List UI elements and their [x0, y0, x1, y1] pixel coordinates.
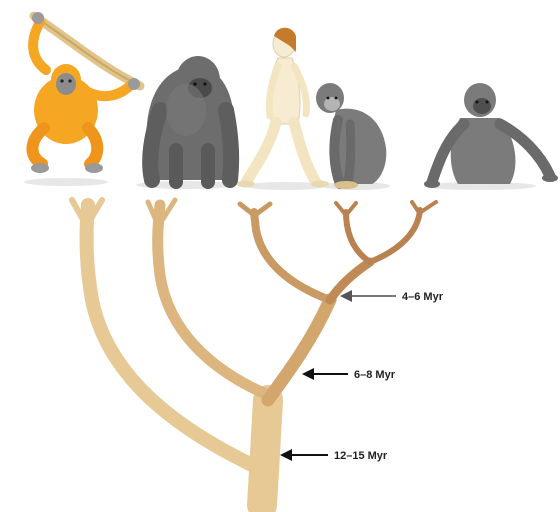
branch-bonobo-tip-right	[421, 202, 436, 212]
divergence-annotations: 4–6 Myr 6–8 Myr 12–15 Myr	[280, 290, 444, 462]
divergence-label-6-8: 6–8 Myr	[354, 369, 396, 381]
divergence-label-4-6: 4–6 Myr	[402, 291, 444, 303]
divergence-marker-orangutan: 12–15 Myr	[280, 449, 388, 462]
branch-chimp-tip-left	[336, 203, 345, 214]
bonobo-figure-icon	[424, 83, 558, 188]
branch-human-chimp-stem	[268, 300, 330, 400]
divergence-marker-pan-human: 4–6 Myr	[340, 290, 444, 303]
arrow-head-left-icon	[302, 368, 314, 380]
divergence-label-12-15: 12–15 Myr	[334, 450, 388, 462]
chimpanzee-figure-icon	[316, 83, 386, 189]
branch-orangutan	[87, 205, 262, 470]
human-figure-icon	[237, 28, 329, 188]
orangutan-figure-icon	[31, 12, 140, 173]
branch-human	[254, 212, 330, 300]
divergence-marker-gorilla: 6–8 Myr	[302, 368, 396, 381]
gorilla-figure-icon	[146, 56, 234, 182]
branch-chimp-tip-right	[347, 203, 356, 214]
branch-chimpanzee	[346, 212, 370, 262]
tree-trunk	[262, 400, 268, 505]
shadow	[24, 178, 108, 186]
arrow-head-left-icon	[280, 449, 292, 461]
branch-human-tip-right	[255, 204, 270, 215]
branch-bonobo	[370, 210, 420, 262]
branch-gorilla	[158, 205, 268, 395]
